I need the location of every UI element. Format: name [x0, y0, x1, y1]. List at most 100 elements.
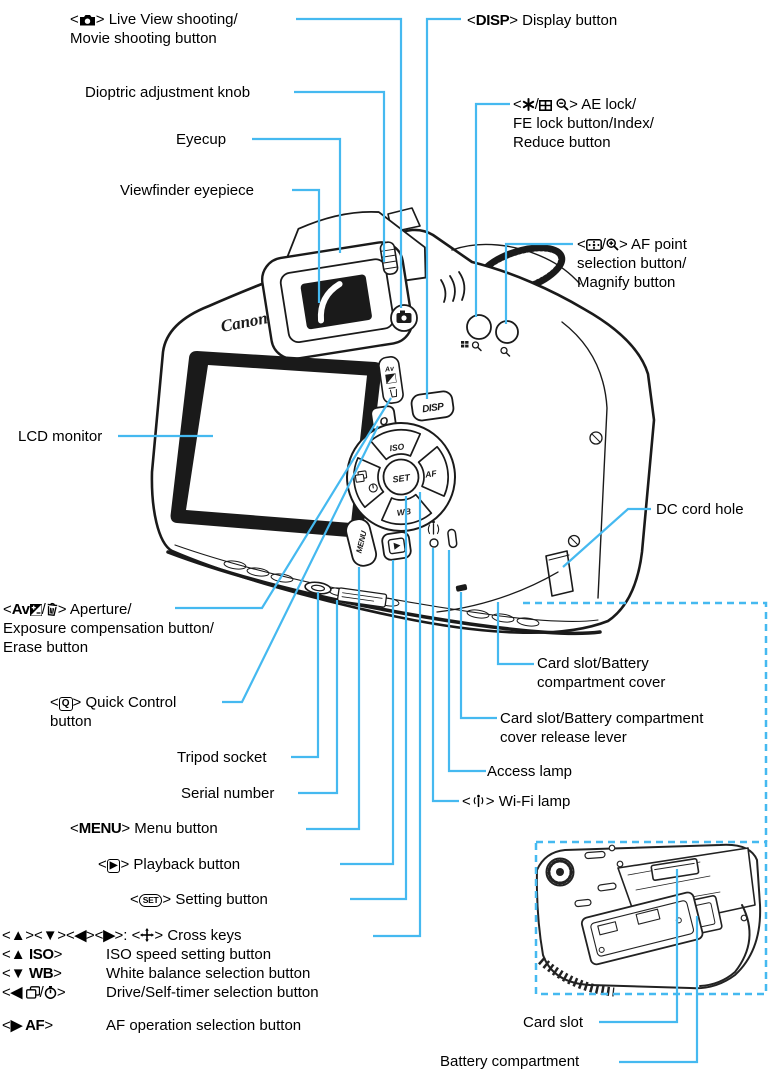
- self-timer-icon: [44, 986, 57, 999]
- leader-tripod: [291, 592, 320, 759]
- label-line: <Av/> Aperture/: [3, 600, 214, 619]
- label-text: > AF point: [618, 236, 687, 253]
- leader-viewfinder: [292, 188, 321, 303]
- label-line: Exposure compensation button/: [3, 619, 214, 638]
- label-line: Serial number: [181, 784, 274, 803]
- live-view-icon: [79, 14, 96, 26]
- label-text: ISO speed setting button: [106, 946, 272, 963]
- cross-keys-dial-drawing: SET ISO WB AF: [346, 422, 456, 532]
- label-line: <DISP> Display button: [467, 11, 617, 30]
- label-glyph-text: ◀: [10, 984, 26, 1001]
- leader-lines: [118, 17, 699, 1064]
- magnify-icon: [606, 238, 619, 251]
- label-line: Reduce button: [513, 133, 654, 152]
- label-line: <▲><▼><◀><▶>: <> Cross keys: [2, 926, 319, 945]
- label-text: Access lamp: [487, 763, 573, 780]
- setting-label: <SET> Setting button: [130, 890, 268, 909]
- dashed-callout-box: [523, 601, 768, 996]
- tripod-label: Tripod socket: [177, 748, 266, 767]
- menu-label: <MENU> Menu button: [70, 819, 218, 838]
- label-text: cover release lever: [500, 729, 627, 746]
- label-text: <: [2, 984, 11, 1001]
- leader-disp: [425, 17, 461, 399]
- label-text: <: [462, 793, 471, 810]
- label-line: <> Wi-Fi lamp: [462, 792, 570, 811]
- label-text: Viewfinder eyepiece: [120, 182, 254, 199]
- leader-live-view: [296, 17, 403, 308]
- label-text: compartment cover: [537, 674, 666, 691]
- camera-illustration: Canon: [150, 207, 656, 636]
- label-text: > Menu button: [121, 820, 218, 837]
- label-glyph-text: Av: [11, 601, 30, 618]
- label-text: Erase button: [3, 639, 89, 656]
- label-line: cover release lever: [500, 728, 703, 747]
- label-glyph-text: ▼: [42, 927, 58, 944]
- label-line: selection button/: [577, 254, 687, 273]
- svg-text:DISP: DISP: [422, 401, 445, 415]
- label-glyph-text: MENU: [78, 820, 122, 837]
- set-button-drawing: [382, 458, 420, 496]
- svg-text:Av: Av: [384, 365, 396, 373]
- label-glyph-text: ▼ WB: [10, 965, 54, 982]
- leader-af-point: [504, 242, 573, 324]
- label-text: >: [53, 946, 63, 963]
- label-text: <: [70, 820, 79, 837]
- label-line: <MENU> Menu button: [70, 819, 218, 838]
- svg-text:SET: SET: [392, 472, 412, 485]
- label-text: White balance selection button: [106, 965, 311, 982]
- leader-setting: [350, 496, 408, 901]
- aperture-label: <Av/> Aperture/Exposure compensation but…: [3, 600, 214, 657]
- leader-release-lever: [459, 592, 497, 720]
- key-column: <◀ />: [2, 983, 106, 1002]
- battery-label: Battery compartment: [440, 1052, 579, 1071]
- wifi-icon: [471, 794, 486, 808]
- serial-plate-drawing: [337, 587, 388, 608]
- label-text: ><: [25, 927, 43, 944]
- label-text: <: [2, 946, 11, 963]
- label-text: Drive/Self-timer selection button: [106, 984, 319, 1001]
- label-text: Dioptric adjustment knob: [85, 84, 251, 101]
- leader-card-slot: [599, 869, 679, 1024]
- label-text: AF operation selection button: [106, 1017, 302, 1034]
- label-line: <◀ />Drive/Self-timer selection button: [2, 983, 319, 1002]
- label-line: </> AF point: [577, 235, 687, 254]
- wifi-lamp-drawing: [427, 520, 440, 548]
- label-text: <: [98, 856, 107, 873]
- label-line: FE lock button/Index/: [513, 114, 654, 133]
- label-line: Dioptric adjustment knob: [85, 83, 250, 102]
- label-text: <: [70, 11, 79, 28]
- boxed-glyph: Q: [58, 697, 73, 711]
- svg-text:AF: AF: [424, 468, 438, 480]
- label-text: >: <: [114, 927, 141, 944]
- label-text: Battery compartment: [440, 1053, 580, 1070]
- ae-lock-star-icon: [522, 98, 535, 111]
- cover-release-lever-drawing: [455, 584, 468, 592]
- label-text: LCD monitor: [18, 428, 103, 445]
- label-text: > Cross keys: [154, 927, 242, 944]
- aperture-button-drawing: Av: [378, 356, 404, 404]
- label-text: Movie shooting button: [70, 30, 217, 47]
- label-text: <: [130, 891, 139, 908]
- leader-menu: [306, 567, 361, 831]
- svg-text:WB: WB: [396, 506, 411, 518]
- leader-dioptric: [294, 90, 386, 262]
- label-glyph-text: ▶ AF: [10, 1017, 45, 1034]
- viewfinder-label: Viewfinder eyepiece: [120, 181, 254, 200]
- inset-tripod-socket: [545, 857, 575, 887]
- label-line: Movie shooting button: [70, 29, 238, 48]
- label-text: Reduce button: [513, 134, 611, 151]
- multi-controller-icon: [140, 928, 155, 942]
- label-text: Tripod socket: [177, 749, 267, 766]
- cross-keys-label: <▲><▼><◀><▶>: <> Cross keys<▲ ISO>ISO sp…: [2, 926, 319, 1035]
- key-column: <▼ WB>: [2, 964, 106, 983]
- label-text: > AE lock/: [569, 96, 637, 113]
- inset-open-door: [580, 891, 704, 966]
- label-line: compartment cover: [537, 673, 665, 692]
- menu-button-drawing: MENU: [345, 518, 378, 567]
- label-text: /: [601, 236, 606, 253]
- label-text: DC cord hole: [656, 501, 744, 518]
